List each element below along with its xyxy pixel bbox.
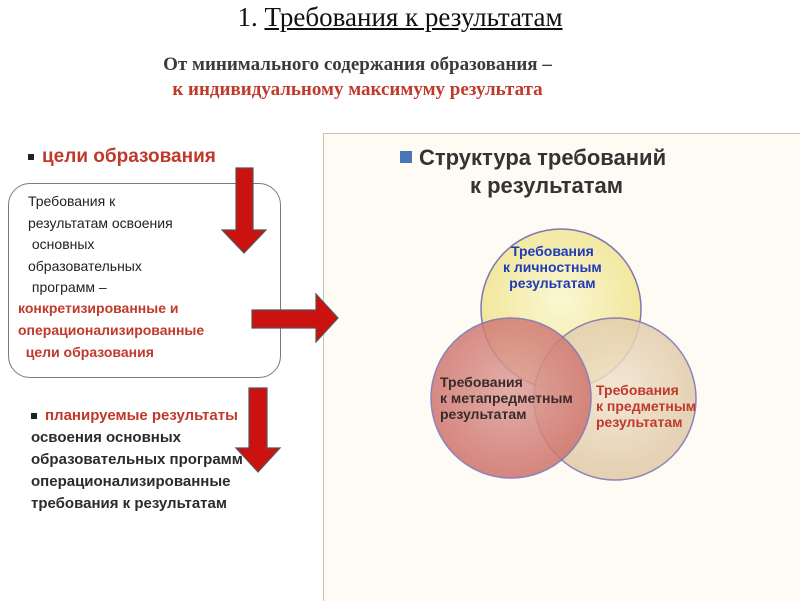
- page-title: 1. Требования к результатам: [0, 2, 800, 33]
- circle-meta: [430, 317, 592, 479]
- goals-label: цели образования: [28, 146, 216, 168]
- box-line: операционализированные: [18, 322, 205, 338]
- bullet-icon: [28, 153, 34, 160]
- label-line: результатам: [509, 275, 596, 291]
- label-line: к предметным: [596, 398, 697, 414]
- box-line: конкретизированные и: [18, 300, 179, 316]
- subtitle-line-2: к индивидуальному максимуму результата: [172, 79, 543, 100]
- down-arrow-icon: [234, 387, 282, 473]
- label-line: Требования: [596, 382, 679, 398]
- title-text: Требования к результатам: [264, 2, 563, 32]
- label-line: результатам: [596, 414, 683, 430]
- box-line: результатам освоения: [28, 215, 173, 231]
- planned-results-rest: освоения основных образовательных програ…: [31, 429, 256, 512]
- down-arrow-icon: [220, 167, 268, 254]
- structure-title-line-1: Структура требований: [419, 145, 667, 170]
- title-number: 1.: [237, 2, 258, 32]
- requirements-box: Требования к результатам освоения основн…: [8, 183, 281, 378]
- structure-title: Структура требований к результатам: [400, 144, 740, 200]
- label-line: к личностным: [503, 259, 602, 275]
- bullet-icon: [400, 151, 412, 163]
- label-line: результатам: [440, 406, 527, 422]
- box-line: Требования к: [28, 193, 116, 209]
- label-meta: Требования к метапредметным результатам: [440, 374, 573, 422]
- box-line: образовательных: [28, 258, 142, 274]
- label-line: к метапредметным: [440, 390, 573, 406]
- planned-results-highlight: планируемые результаты: [45, 407, 238, 424]
- structure-title-line-2: к результатам: [470, 173, 623, 198]
- box-line: основных: [28, 236, 95, 252]
- right-arrow-icon: [251, 292, 339, 344]
- planned-results-text: планируемые результаты освоения основных…: [31, 405, 311, 515]
- bullet-icon: [31, 413, 37, 420]
- box-line: программ –: [28, 279, 107, 295]
- label-subject: Требования к предметным результатам: [596, 382, 696, 430]
- subtitle-line-1: От минимального содержания образования –: [163, 54, 552, 75]
- label-line: Требования: [440, 374, 523, 390]
- label-line: Требования: [510, 243, 594, 259]
- label-personal: Требования к личностным результатам: [503, 243, 602, 291]
- goals-label-text: цели образования: [42, 146, 216, 167]
- box-line: цели образования: [18, 344, 154, 360]
